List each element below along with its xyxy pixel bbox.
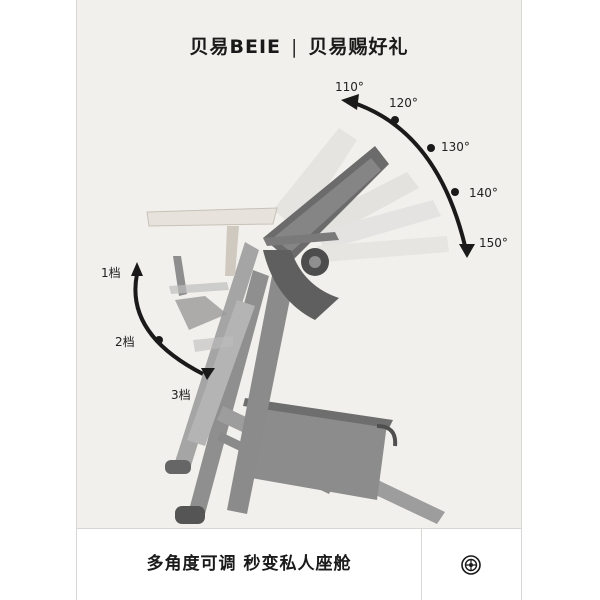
recline-arrow-bottom — [459, 244, 475, 258]
tray-top — [146, 207, 278, 227]
gear-dot-2 — [155, 336, 163, 344]
footer-bar: 多角度可调 秒变私人座舱 — [77, 528, 521, 600]
seat-assembly — [263, 146, 389, 320]
angle-dot-130 — [427, 144, 435, 152]
ghost-backrest-130 — [309, 172, 419, 240]
seat-base — [263, 250, 339, 320]
recline-knob — [309, 256, 321, 268]
brand-logo-text: 贝易BEIE — [189, 36, 282, 58]
gear-arrow-bottom — [201, 368, 215, 380]
basket-handle — [376, 424, 398, 447]
footrest-positions — [169, 256, 233, 352]
front-leg — [189, 270, 269, 514]
recline-arrow-top — [341, 94, 359, 110]
feeding-tray — [146, 207, 278, 276]
tray-stem — [225, 226, 239, 276]
gear-label-3: 3档 — [171, 388, 191, 402]
ghost-backrest-150 — [317, 236, 449, 262]
ghost-backrest-110 — [273, 128, 357, 230]
angle-label-120: 120° — [389, 96, 418, 110]
main-upright — [227, 260, 297, 514]
height-column — [187, 300, 255, 446]
angle-dot-140 — [451, 188, 459, 196]
brand-seal-icon — [461, 555, 481, 575]
high-chair-illustration — [131, 94, 475, 524]
recline-arc-path — [350, 100, 467, 247]
recline-ghost-positions — [273, 128, 449, 262]
basket-rim — [243, 398, 393, 428]
gear-label-2: 2档 — [115, 335, 135, 349]
brand-header: 贝易BEIE | 贝易赐好礼 — [77, 32, 521, 59]
gear-arrow-top — [131, 262, 143, 276]
footrest-gear-1-plate — [169, 282, 229, 294]
product-image-frame: 贝易BEIE | 贝易赐好礼 — [76, 0, 522, 600]
rear-leg — [173, 242, 259, 472]
angle-label-150: 150° — [479, 236, 508, 250]
gear-arc-path — [133, 273, 204, 376]
gear-label-1: 1档 — [101, 266, 121, 280]
ghost-backrest-140 — [315, 200, 441, 250]
footer-headline: 多角度可调 秒变私人座舱 — [146, 554, 352, 574]
angle-label-110: 110° — [335, 80, 364, 94]
backrest-cushion — [273, 158, 381, 252]
seat-column — [187, 260, 297, 514]
angle-label-130: 130° — [441, 140, 470, 154]
recline-angle-arc — [341, 94, 475, 258]
angle-label-140: 140° — [469, 186, 498, 200]
brand-slogan: 贝易赐好礼 — [308, 36, 409, 58]
storage-basket — [243, 398, 398, 500]
basket-body — [247, 400, 387, 500]
angle-dot-120 — [391, 116, 399, 124]
footrest-gear-3 — [193, 336, 233, 352]
brand-separator: | — [291, 36, 299, 58]
footer-divider — [421, 529, 422, 600]
front-wheel — [175, 506, 205, 524]
rear-wheel — [165, 460, 191, 474]
footrest-gear-2 — [175, 296, 227, 330]
footrest-gear-arc — [131, 262, 215, 380]
armrest — [263, 232, 339, 246]
